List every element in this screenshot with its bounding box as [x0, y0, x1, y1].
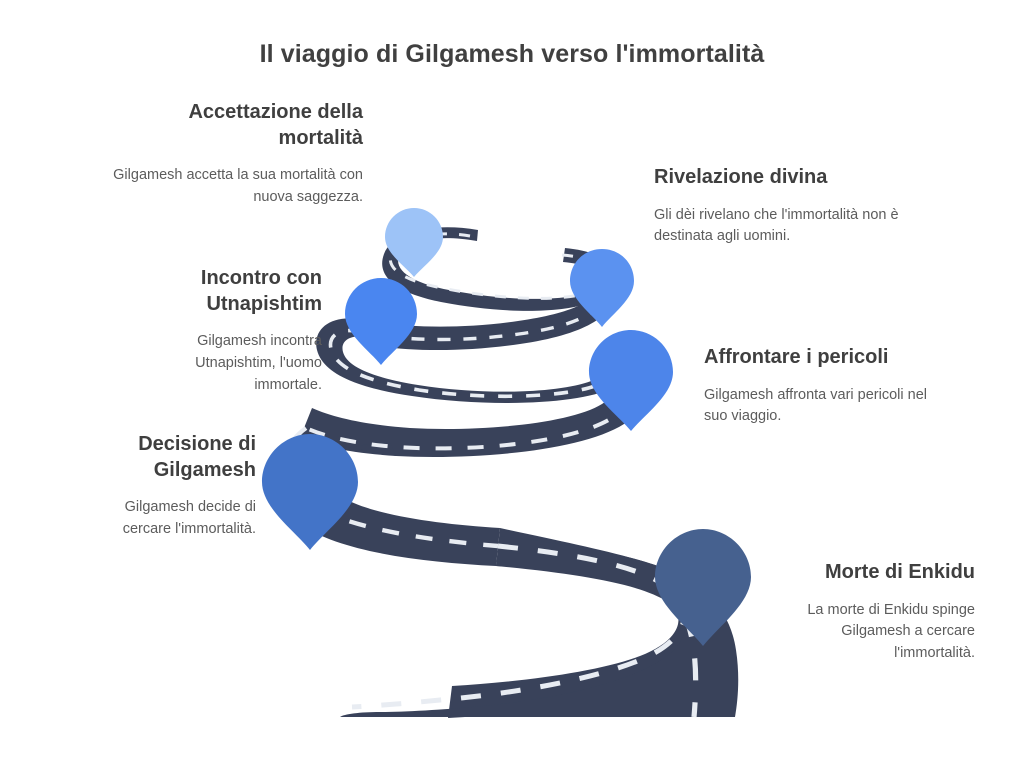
- road-segment-mid: [300, 336, 653, 457]
- step-title: Accettazione della mortalità: [188, 101, 363, 149]
- step-body: La morte di Enkidu spinge Gilgamesh a ce…: [807, 601, 975, 662]
- step-block-morte-di-enkidu: Morte di Enkidu La morte di Enkidu sping…: [770, 560, 975, 665]
- step-block-decisione-di-gilgamesh: Decisione di Gilgamesh Gilgamesh decide …: [78, 432, 256, 541]
- step-body: Gilgamesh accetta la sua mortalità con n…: [113, 167, 363, 205]
- step-title: Affrontare i pericoli: [704, 346, 889, 368]
- map-pin-accettazione-della-mortalita[interactable]: [385, 208, 443, 277]
- map-pin-rivelazione-divina[interactable]: [570, 249, 634, 327]
- step-block-accettazione-della-mortalita: Accettazione della mortalità Gilgamesh a…: [108, 100, 363, 209]
- step-title: Incontro con Utnapishtim: [200, 267, 322, 315]
- road-segment-bottom: [340, 536, 739, 717]
- road-surface: [272, 227, 739, 718]
- map-pin-decisione-di-gilgamesh[interactable]: [262, 434, 358, 550]
- step-title: Decisione di Gilgamesh: [138, 433, 256, 481]
- road-segment-top: [382, 227, 615, 311]
- step-body: Gilgamesh decide di cercare l'immortalit…: [122, 499, 256, 537]
- step-title: Rivelazione divina: [654, 166, 828, 188]
- map-pin-affrontare-i-pericoli[interactable]: [589, 330, 673, 431]
- map-pin-incontro-con-utnapishtim[interactable]: [345, 278, 417, 365]
- map-pin-morte-di-enkidu[interactable]: [655, 529, 751, 646]
- step-block-incontro-con-utnapishtim: Incontro con Utnapishtim Gilgamesh incon…: [132, 266, 322, 396]
- step-body: Gilgamesh incontra Utnapishtim, l'uomo i…: [195, 333, 322, 393]
- road-segment-upper-mid: [360, 283, 616, 351]
- step-block-affrontare-i-pericoli: Affrontare i pericoli Gilgamesh affronta…: [704, 345, 954, 428]
- step-title: Morte di Enkidu: [825, 561, 975, 583]
- road-segment-big-left-loop: [272, 438, 500, 566]
- step-body: Gli dèi rivelano che l'immortalità non è…: [654, 206, 899, 245]
- page-title: Il viaggio di Gilgamesh verso l'immortal…: [259, 40, 765, 68]
- road-segment-left-loop: [316, 318, 637, 403]
- step-body: Gilgamesh affronta vari pericoli nel suo…: [704, 386, 927, 425]
- step-block-rivelazione-divina: Rivelazione divina Gli dèi rivelano che …: [654, 165, 904, 248]
